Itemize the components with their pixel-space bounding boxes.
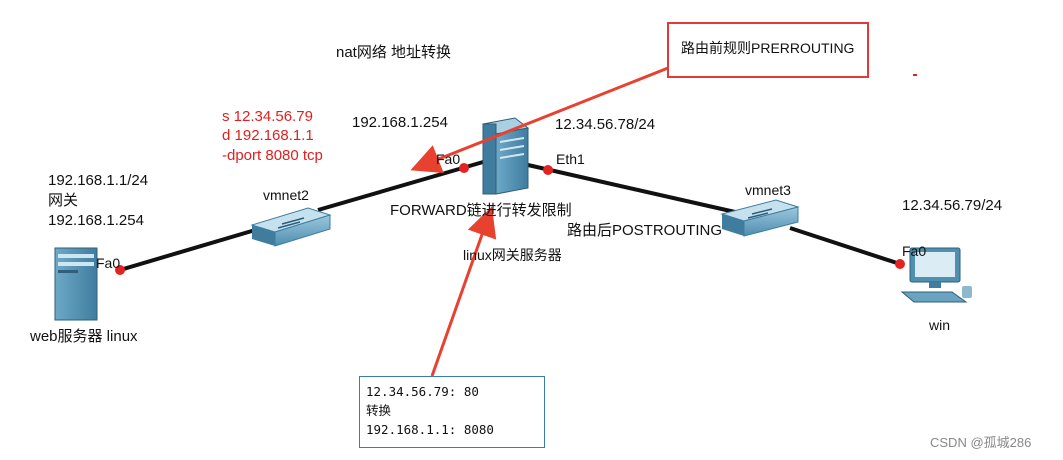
gateway-outer-ip: 12.34.56.78/24 [555,116,656,133]
forward-label: FORWARD链进行转发限制 [390,202,572,219]
translation-box: 12.34.56.79: 80 转换 192.168.1.1: 8080 [359,376,545,448]
rule-dport: -dport 8080 tcp [222,147,323,164]
port-dot-web [115,265,125,275]
port-dot-gateway-left [459,163,469,173]
watermark: CSDN @孤城286 [930,435,1032,450]
gateway-name: linux网关服务器 [463,247,562,263]
gateway-port-right: Eth1 [556,151,585,167]
gateway-inner-ip: 192.168.1.254 [352,114,448,131]
rule-destination: d 192.168.1.1 [222,127,314,144]
port-dot-gateway-right [543,165,553,175]
vmnet2-switch-icon [250,207,332,247]
rule-source: s 12.34.56.79 [222,108,313,125]
win-name: win [929,317,951,333]
port-dot-win [895,259,905,269]
web-server-gw-ip: 192.168.1.254 [48,212,144,229]
vmnet2-label: vmnet2 [263,187,309,203]
web-server-ip: 192.168.1.1/24 [48,172,149,189]
postrouting-label: 路由后POSTROUTING [567,222,723,239]
vmnet3-label: vmnet3 [745,182,791,198]
vmnet3-switch-icon [720,199,800,237]
prerouting-box: 路由前规则PRERROUTING [667,22,869,78]
web-server-icon [54,247,98,321]
win-ip: 12.34.56.79/24 [902,197,1003,214]
red-mark [913,74,917,76]
prerouting-label: 路由前规则PRERROUTING [681,40,855,56]
translation-to: 192.168.1.1: 8080 [366,422,494,437]
gateway-port-left: Fa0 [436,151,461,167]
win-pc-icon [900,247,972,303]
link-vmnet3-to-win [789,226,901,266]
prerouting-arrow [410,66,669,174]
translation-arrow [430,206,497,377]
link-gateway-to-vmnet3 [527,163,736,214]
web-server-gw-label: 网关 [48,192,79,209]
translation-word: 转换 [366,403,392,418]
diagram-title: nat网络 地址转换 [336,44,452,61]
web-server-port: Fa0 [96,255,121,271]
link-web-to-vmnet2 [119,226,263,272]
translation-from: 12.34.56.79: 80 [366,384,479,399]
web-server-name: web服务器 linux [30,328,138,345]
gateway-server-icon [481,117,530,195]
win-port: Fa0 [902,243,927,259]
